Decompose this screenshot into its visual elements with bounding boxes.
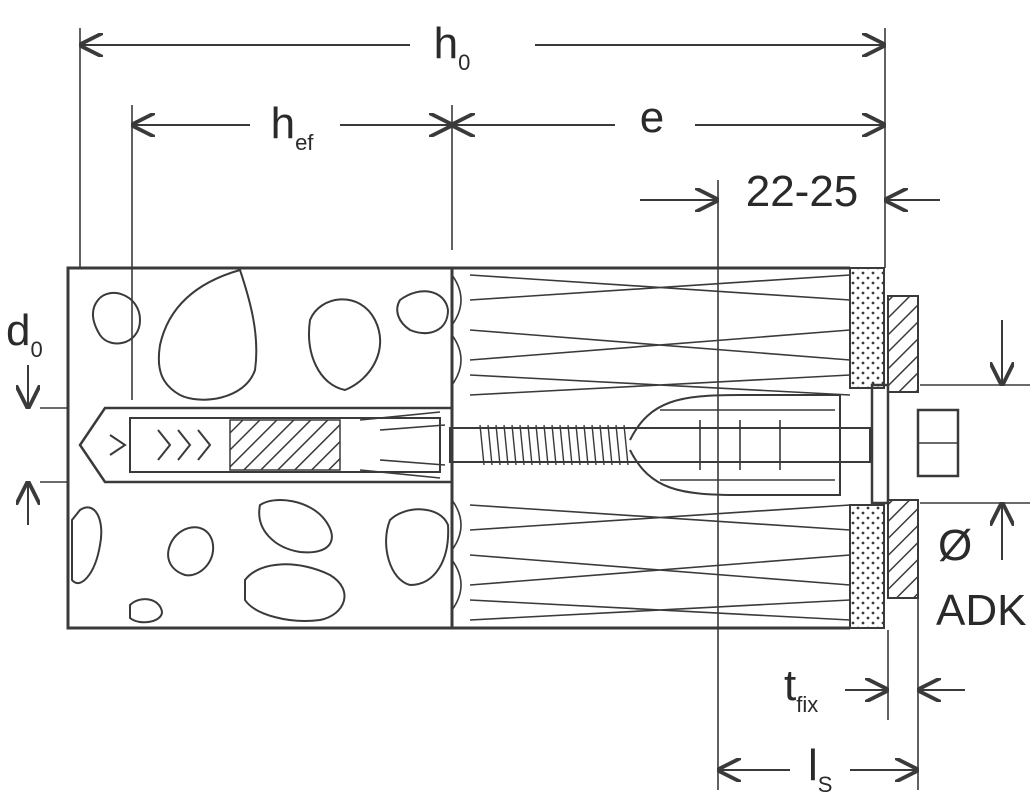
label-d0: d0 bbox=[6, 306, 43, 362]
insulation-layer bbox=[451, 266, 851, 630]
concrete-block bbox=[66, 266, 454, 630]
dimension-lines bbox=[28, 28, 1030, 790]
render-layer bbox=[849, 267, 885, 629]
anchor bbox=[78, 383, 960, 505]
dimension-labels: h0 hef e 22-25 d0 Ø ADK tfix lS bbox=[6, 19, 1026, 797]
label-range: 22-25 bbox=[746, 167, 859, 216]
label-adk: ADK bbox=[936, 586, 1026, 635]
fixture-plate bbox=[887, 295, 919, 599]
label-diameter-symbol: Ø bbox=[938, 521, 972, 570]
label-e: e bbox=[640, 93, 664, 142]
label-ls: lS bbox=[808, 741, 832, 797]
label-tfix: tfix bbox=[784, 661, 818, 717]
label-hef: hef bbox=[271, 99, 315, 155]
label-h0: h0 bbox=[434, 19, 471, 75]
